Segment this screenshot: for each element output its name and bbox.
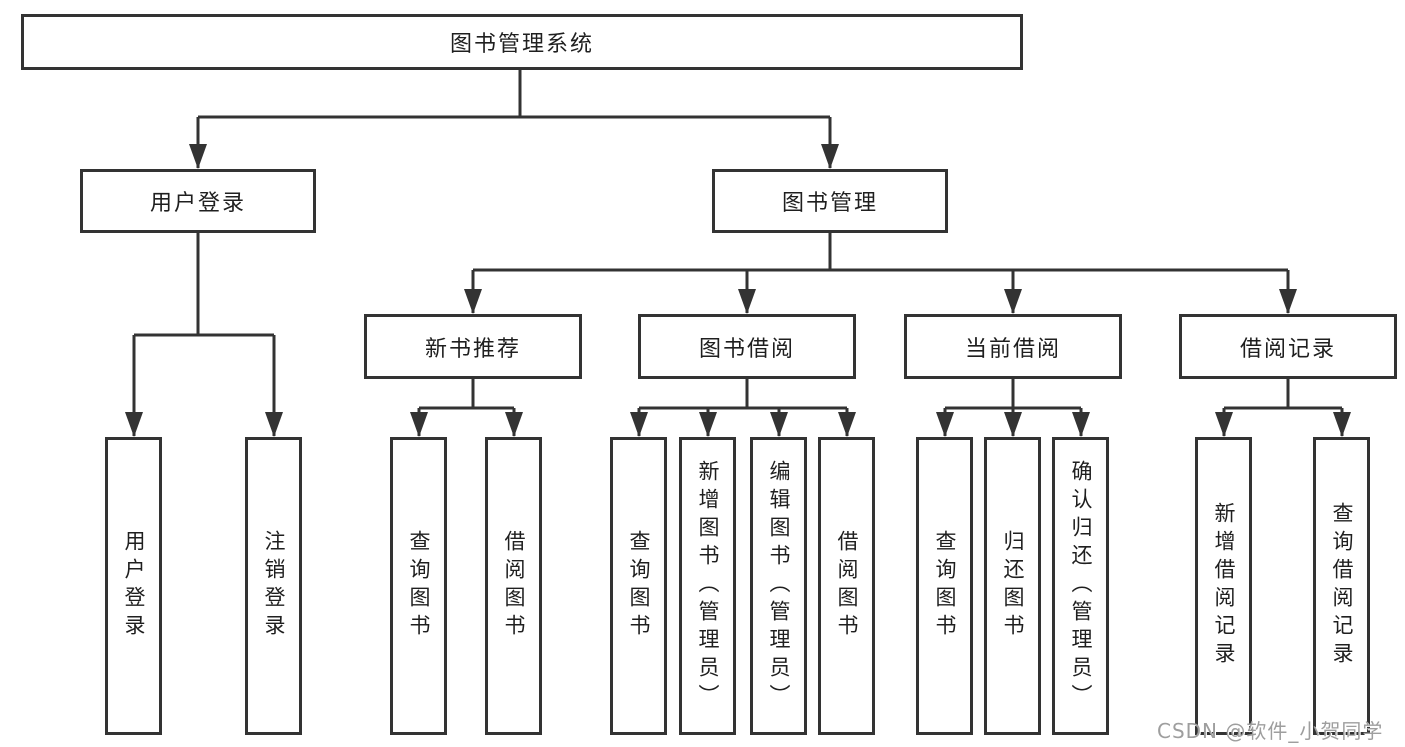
leaf-logout: 注销登录 xyxy=(245,437,302,735)
connector-bookmgmt-to-level3 xyxy=(464,233,1297,314)
connector-root-to-level2 xyxy=(189,70,839,169)
leaf-query-books-borrow: 查询图书 xyxy=(610,437,667,735)
node-user-login: 用户登录 xyxy=(80,169,316,233)
node-borrowing-records: 借阅记录 xyxy=(1179,314,1397,379)
connector-bookborrow-to-leaves xyxy=(630,379,856,437)
leaf-edit-book-admin: 编辑图书（管理员） xyxy=(750,437,807,735)
leaf-query-books-current: 查询图书 xyxy=(916,437,973,735)
leaf-confirm-return-admin: 确认归还（管理员） xyxy=(1052,437,1109,735)
node-book-borrowing: 图书借阅 xyxy=(638,314,856,379)
watermark: CSDN @软件_小贺同学 xyxy=(1157,719,1384,743)
leaf-user-login: 用户登录 xyxy=(105,437,162,735)
leaf-query-borrow-record: 查询借阅记录 xyxy=(1313,437,1370,735)
node-root-system: 图书管理系统 xyxy=(21,14,1023,70)
connector-records-to-leaves xyxy=(1215,379,1351,437)
leaf-add-borrow-record: 新增借阅记录 xyxy=(1195,437,1252,735)
node-current-borrowing: 当前借阅 xyxy=(904,314,1122,379)
node-book-management: 图书管理 xyxy=(712,169,948,233)
leaf-borrow-book: 借阅图书 xyxy=(818,437,875,735)
connector-newbook-to-leaves xyxy=(410,379,523,437)
leaf-borrow-book-recommend: 借阅图书 xyxy=(485,437,542,735)
leaf-query-books-recommend: 查询图书 xyxy=(390,437,447,735)
connector-userlogin-to-leaves xyxy=(125,233,283,437)
leaf-return-book: 归还图书 xyxy=(984,437,1041,735)
connector-currentborrow-to-leaves xyxy=(936,379,1090,437)
node-new-book-recommend: 新书推荐 xyxy=(364,314,582,379)
leaf-add-book-admin: 新增图书（管理员） xyxy=(679,437,736,735)
